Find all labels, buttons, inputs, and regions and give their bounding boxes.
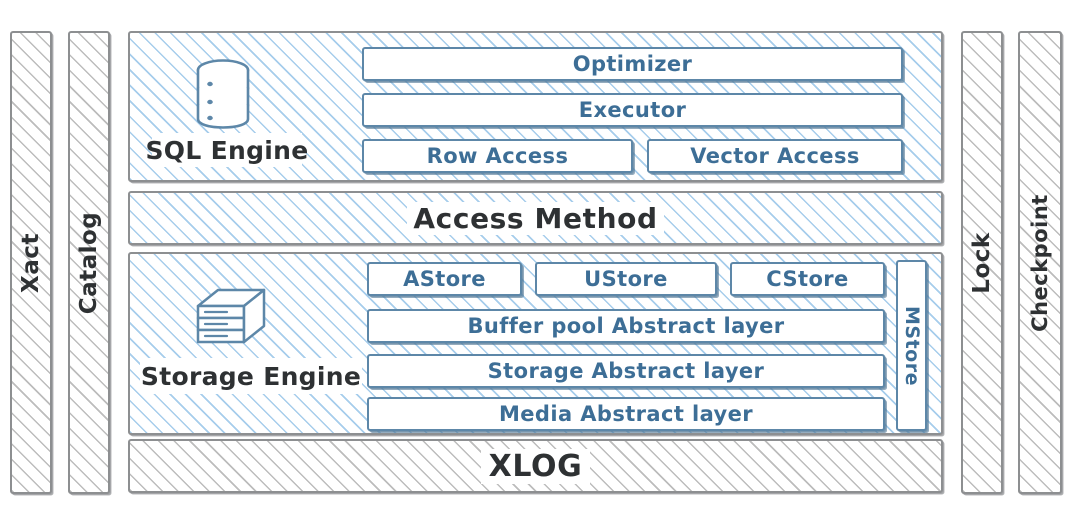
access-method-band[interactable]: Access Method	[128, 191, 943, 245]
sql-engine-label: SQL Engine	[146, 133, 308, 167]
storage-abstract-layer-label: Storage Abstract layer	[487, 359, 765, 383]
ustore-box[interactable]: UStore	[535, 262, 717, 296]
pillar-catalog[interactable]: Catalog	[68, 31, 110, 494]
executor-box[interactable]: Executor	[362, 93, 903, 127]
row-access-box[interactable]: Row Access	[362, 139, 633, 173]
buffer-pool-abstract-layer-label: Buffer pool Abstract layer	[467, 314, 785, 338]
optimizer-box[interactable]: Optimizer	[362, 47, 903, 81]
pillar-checkpoint[interactable]: Checkpoint	[1018, 31, 1062, 494]
executor-label: Executor	[578, 98, 687, 122]
xlog-label: XLOG	[480, 448, 591, 484]
storage-abstract-layer-box[interactable]: Storage Abstract layer	[367, 354, 885, 388]
pillar-xact-label: Xact	[18, 232, 44, 293]
media-abstract-layer-label: Media Abstract layer	[498, 402, 753, 426]
astore-box[interactable]: AStore	[367, 262, 522, 296]
vector-access-box[interactable]: Vector Access	[647, 139, 903, 173]
ustore-label: UStore	[584, 267, 668, 291]
sql-engine-panel[interactable]: SQL Engine Optimizer Executor Row Access…	[128, 31, 943, 182]
cstore-label: CStore	[766, 267, 849, 291]
database-cylinder-icon	[190, 57, 256, 129]
pillar-checkpoint-label: Checkpoint	[1028, 193, 1052, 332]
storage-engine-panel[interactable]: Storage Engine AStore UStore CStore Buff…	[128, 252, 943, 435]
row-access-label: Row Access	[426, 144, 569, 168]
xlog-band[interactable]: XLOG	[128, 439, 943, 493]
astore-label: AStore	[403, 267, 486, 291]
pillar-lock-label: Lock	[969, 231, 995, 294]
disk-stack-icon	[192, 284, 270, 360]
optimizer-label: Optimizer	[572, 52, 693, 76]
buffer-pool-abstract-layer-box[interactable]: Buffer pool Abstract layer	[367, 309, 885, 343]
mstore-box[interactable]: MStore	[896, 260, 927, 431]
pillar-xact[interactable]: Xact	[10, 31, 52, 494]
access-method-label: Access Method	[407, 201, 664, 235]
pillar-lock[interactable]: Lock	[961, 31, 1003, 494]
storage-engine-label: Storage Engine	[140, 358, 362, 394]
pillar-catalog-label: Catalog	[76, 211, 102, 314]
cstore-box[interactable]: CStore	[730, 262, 885, 296]
mstore-label: MStore	[900, 305, 923, 386]
vector-access-label: Vector Access	[690, 144, 860, 168]
media-abstract-layer-box[interactable]: Media Abstract layer	[367, 397, 885, 431]
